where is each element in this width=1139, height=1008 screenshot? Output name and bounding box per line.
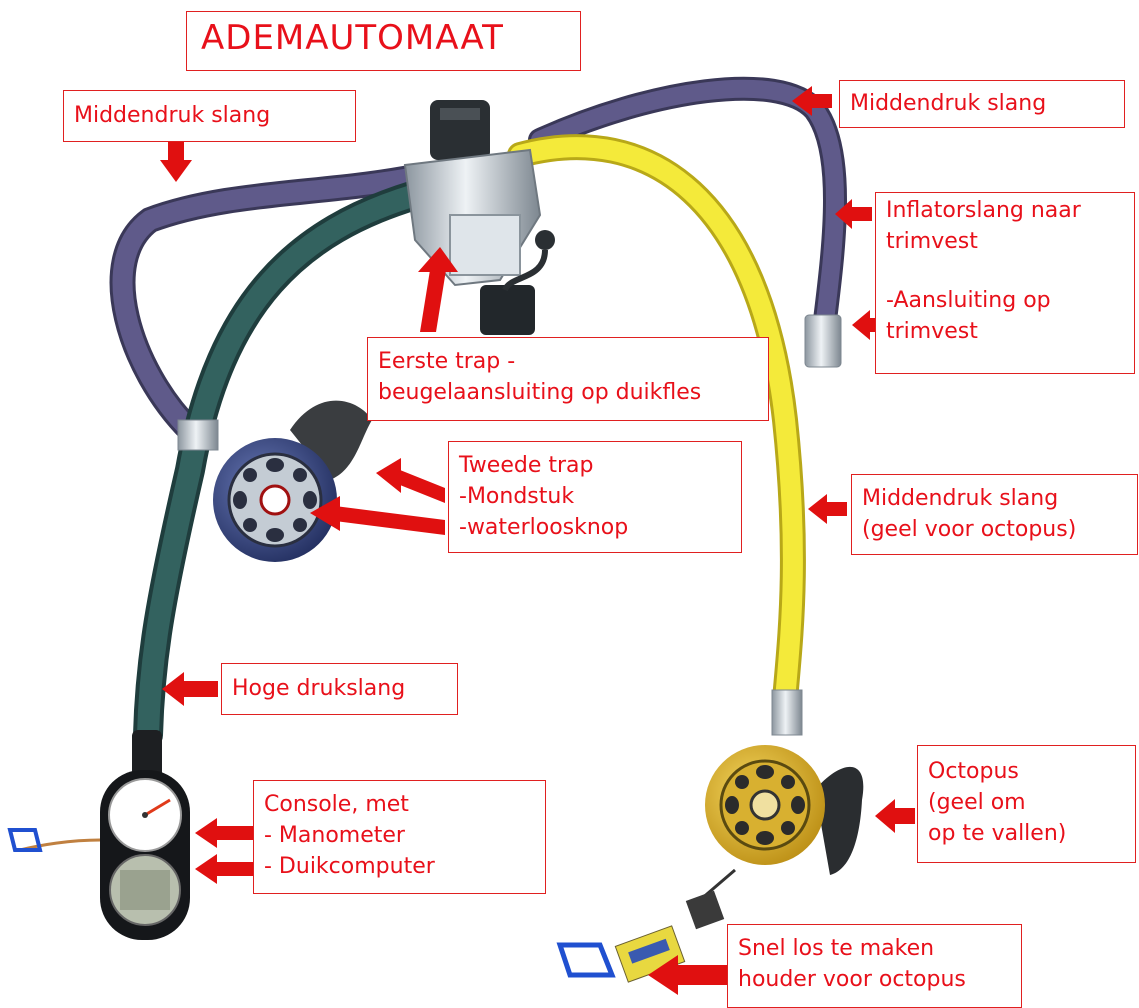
hose-octopus-yellow	[520, 147, 793, 700]
label-hp-hose: Hoge drukslang	[221, 663, 458, 715]
label-holder-line2: houder voor octopus	[738, 964, 1011, 995]
label-octopus: Octopus (geel om op te vallen)	[917, 745, 1136, 863]
label-inflator-line3: -Aansluiting op	[886, 285, 1124, 316]
label-second-stage-line3: -waterloosknop	[459, 512, 731, 543]
arrow-second-stage-purge	[310, 496, 445, 535]
label-console-line3: - Duikcomputer	[264, 851, 535, 882]
arrow-second-stage-mouthpiece	[376, 458, 445, 503]
label-octo-hose-line2: (geel voor octopus)	[862, 514, 1127, 545]
arrow-octopus	[875, 799, 915, 833]
label-inflator-line2: trimvest	[886, 226, 1124, 257]
label-octopus-line3: op te vallen)	[928, 818, 1125, 849]
arrow-hose-left	[160, 140, 192, 182]
label-console-line1: Console, met	[264, 789, 535, 820]
arrow-dive-computer	[195, 854, 255, 884]
arrow-hp-hose	[162, 672, 218, 706]
inflator-connector	[805, 315, 841, 367]
label-first-stage-line2: beugelaansluiting op duikfles	[378, 377, 758, 408]
label-console: Console, met - Manometer - Duikcomputer	[253, 780, 546, 894]
label-holder: Snel los te maken houder voor octopus	[727, 924, 1022, 1008]
label-first-stage: Eerste trap - beugelaansluiting op duikf…	[367, 337, 769, 421]
label-inflator: Inflatorslang naar trimvest -Aansluiting…	[875, 192, 1135, 374]
arrow-manometer	[195, 818, 255, 848]
label-first-stage-line1: Eerste trap -	[378, 346, 758, 377]
label-console-line2: - Manometer	[264, 820, 535, 851]
label-octopus-line1: Octopus	[928, 756, 1125, 787]
label-second-stage-line2: -Mondstuk	[459, 481, 731, 512]
page-title: ADEMAUTOMAAT	[186, 11, 581, 71]
second-stage	[178, 401, 372, 562]
label-hose-right: Middendruk slang	[839, 80, 1125, 128]
label-inflator-line4: trimvest	[886, 316, 1124, 347]
console	[10, 730, 190, 940]
octopus-regulator	[686, 690, 864, 929]
arrow-octo-hose	[808, 494, 847, 524]
label-octopus-line2: (geel om	[928, 787, 1125, 818]
label-octo-hose-line1: Middendruk slang	[862, 483, 1127, 514]
label-holder-line1: Snel los te maken	[738, 933, 1011, 964]
label-second-stage: Tweede trap -Mondstuk -waterloosknop	[448, 441, 742, 553]
label-octo-hose: Middendruk slang (geel voor octopus)	[851, 474, 1138, 555]
label-inflator-line1: Inflatorslang naar	[886, 195, 1124, 226]
label-second-stage-line1: Tweede trap	[459, 450, 731, 481]
label-hose-left: Middendruk slang	[63, 90, 356, 142]
